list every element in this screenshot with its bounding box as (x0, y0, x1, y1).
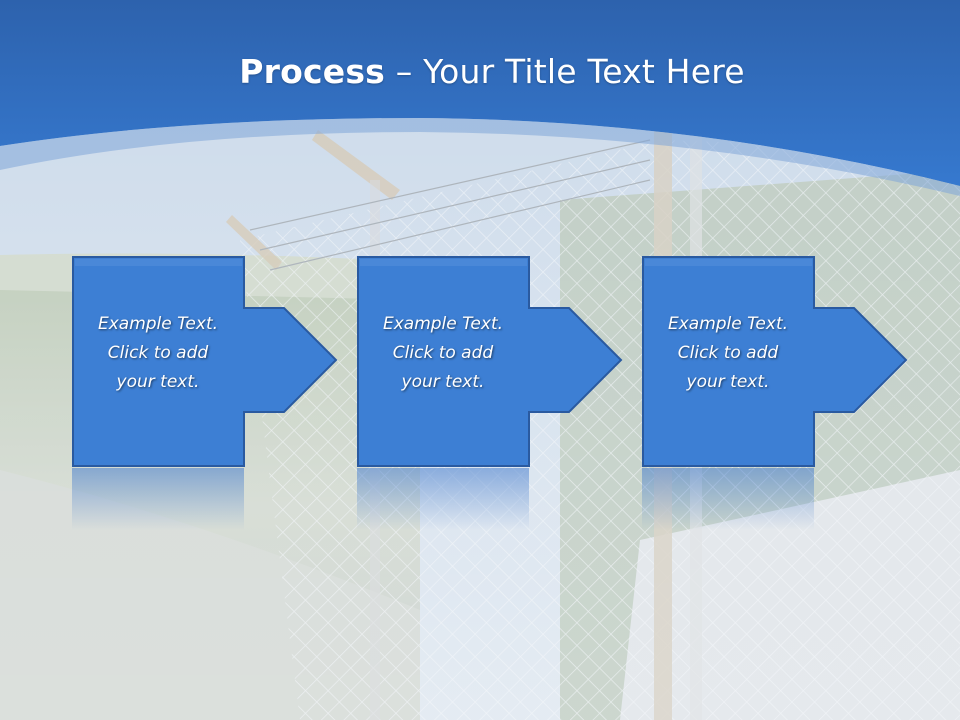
process-step-2[interactable]: Example Text. Click to add your text. (357, 256, 627, 468)
arrow-box-shape (357, 256, 623, 467)
arrow-box-shape (642, 256, 908, 467)
step-line-1: Example Text. (97, 314, 219, 334)
step-line-2: Click to add (392, 343, 494, 363)
step-line-3: your text. (116, 372, 200, 392)
title-bold: Process (239, 52, 386, 91)
step-text: Example Text. Click to add your text. (72, 310, 244, 397)
step-line-2: Click to add (107, 343, 209, 363)
process-step-3[interactable]: Example Text. Click to add your text. (642, 256, 912, 468)
step-text: Example Text. Click to add your text. (642, 310, 814, 397)
step-3-reflection (642, 468, 814, 530)
step-text: Example Text. Click to add your text. (357, 310, 529, 397)
step-1-reflection (72, 468, 244, 530)
step-2-reflection (357, 468, 529, 530)
step-line-1: Example Text. (667, 314, 789, 334)
title-rest: – Your Title Text Here (385, 52, 745, 91)
step-line-3: your text. (686, 372, 770, 392)
arrow-box-shape (72, 256, 338, 467)
step-line-2: Click to add (677, 343, 779, 363)
step-line-1: Example Text. (382, 314, 504, 334)
process-step-1[interactable]: Example Text. Click to add your text. (72, 256, 342, 468)
page-title: Process – Your Title Text Here (0, 52, 960, 91)
title-bar (0, 0, 960, 196)
step-line-3: your text. (401, 372, 485, 392)
